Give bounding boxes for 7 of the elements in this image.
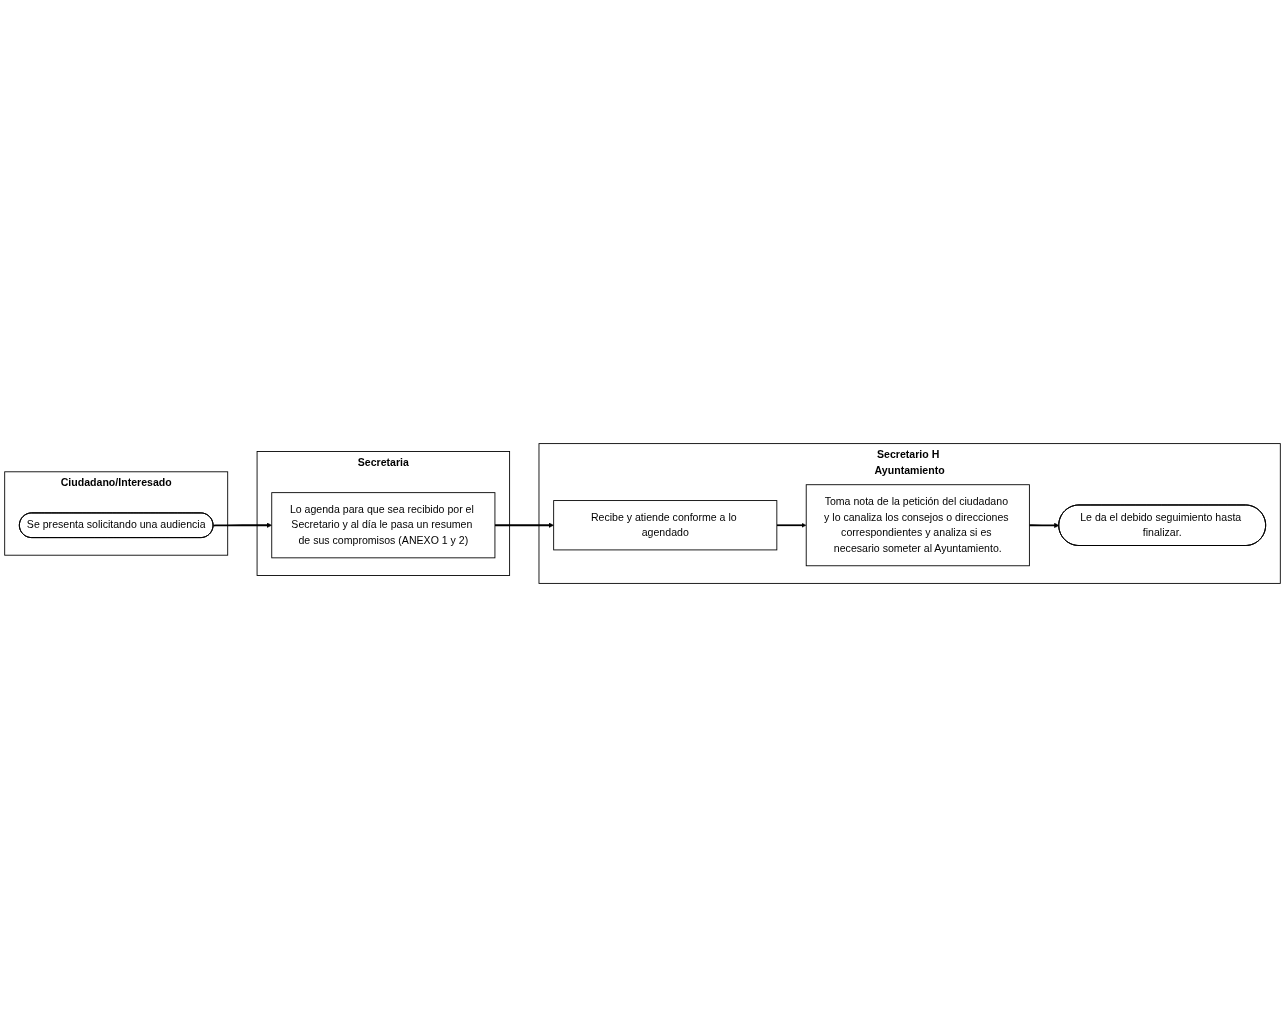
arrow: [775, 522, 807, 528]
arrow: [494, 522, 554, 528]
node-box: Toma nota de la petición del ciudadano y lo canaliza los consejos o direcciones correspondientes y analiza si es necesario someter al Ayuntamiento.: [805, 484, 1030, 567]
node-box: Recibe y atiende conforme a lo agendado: [553, 500, 778, 551]
arrow: [1028, 522, 1060, 529]
arrow: [212, 522, 272, 528]
node-box: Lo agenda para que sea recibido por el Secretario y al día le pasa un resumen de sus compromisos (ANEXO 1 y 2): [271, 492, 496, 559]
